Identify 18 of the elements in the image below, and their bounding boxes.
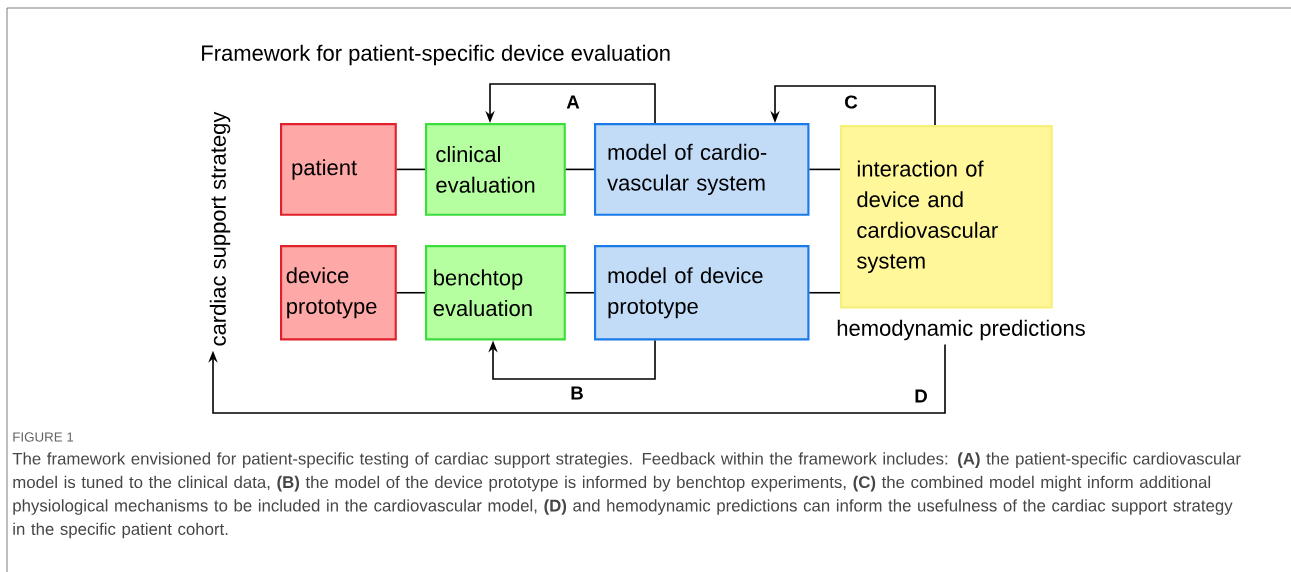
edge-label: A bbox=[564, 94, 582, 110]
process-box: device prototype bbox=[280, 245, 397, 341]
edge-label: B bbox=[568, 385, 586, 401]
figure-number: FIGURE 1 bbox=[13, 432, 74, 442]
axis-label: cardiac support strategy bbox=[209, 111, 231, 346]
process-box: model of device prototype bbox=[594, 245, 810, 341]
process-box: benchtop evaluation bbox=[425, 245, 566, 341]
process-box: interaction of device and cardiovascular system bbox=[840, 125, 1053, 309]
diagram-title: Framework for patient-specific device evaluation bbox=[202, 44, 670, 66]
edge-label: D bbox=[912, 388, 930, 404]
connector-arrow bbox=[208, 343, 946, 414]
edge-label: C bbox=[842, 94, 860, 110]
output-label: hemodynamic predictions bbox=[837, 319, 1085, 341]
process-box: model of cardio-vascular system bbox=[594, 123, 810, 216]
connector-arrow bbox=[488, 339, 656, 380]
process-box: patient bbox=[280, 123, 397, 216]
figure-caption: The framework envisioned for patient-specific testing of cardiac support strategies. Feedback within the framework includes: (A) the patient-specific cardiovascular model is tuned to the clinical data, (B) the model of the device prototype is informed by benchtop experiments, (C) the combined model might inform additional physiological mechanisms to be included in the cardiovascular model, (D) and hemodynamic predictions can inform the usefulness of the cardiac support strategy in the specific patient cohort. bbox=[12, 452, 1241, 539]
process-box: clinical evaluation bbox=[425, 123, 566, 216]
